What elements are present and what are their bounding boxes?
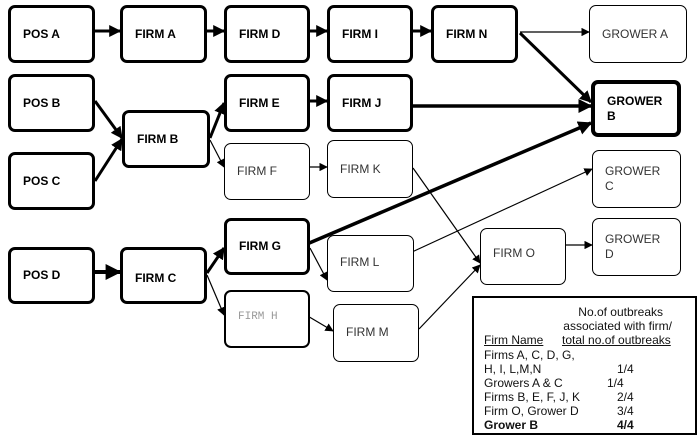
node-label: FIRM B — [137, 131, 179, 146]
edge-firm-l-grower-c — [411, 168, 593, 253]
node-label: FIRM I — [342, 26, 378, 41]
node-firm-a: FIRM A — [120, 5, 207, 63]
node-firm-l: FIRM L — [327, 235, 414, 292]
node-firm-h: FIRM H — [224, 290, 310, 348]
edge-pos-b-firm-b — [93, 100, 124, 139]
node-label-line2: B — [607, 108, 616, 123]
edge-firm-c-firm-g — [205, 247, 226, 274]
node-label-line1: GROWER — [605, 232, 661, 246]
node-label-line1: GROWER — [605, 164, 661, 178]
legend-row-name: Grower B — [484, 418, 539, 432]
node-label: FIRM E — [239, 95, 280, 110]
node-firm-o: FIRM O — [480, 228, 566, 285]
node-label: FIRM K — [340, 161, 381, 176]
node-label-line2: D — [605, 247, 614, 261]
node-label: FIRM A — [135, 26, 176, 41]
legend-col-value: total no.of outbreaks — [562, 333, 671, 347]
node-pos-d: POS D — [8, 247, 95, 304]
node-firm-d: FIRM D — [224, 5, 310, 63]
node-label: FIRM M — [346, 325, 389, 339]
node-label: FIRM L — [340, 255, 380, 269]
edge-firm-c-firm-h — [206, 274, 225, 316]
node-label-line1: GROWER — [607, 93, 663, 108]
node-firm-f: FIRM F — [224, 143, 310, 200]
legend-row-value: 1/4 — [617, 362, 634, 376]
edge-firm-b-firm-f — [209, 139, 225, 168]
legend-row-value: 3/4 — [617, 404, 634, 418]
node-label: FIRM F — [237, 164, 277, 178]
node-label: FIRM O — [493, 246, 535, 260]
legend-row-name: H, I, L,M,N — [484, 362, 542, 376]
legend-row-value: 1/4 — [607, 376, 624, 390]
node-label: FIRM G — [239, 239, 281, 253]
edge-firm-g-firm-l — [309, 247, 328, 281]
legend-header-line2: associated with firm/ — [563, 319, 672, 333]
node-firm-i: FIRM I — [327, 5, 413, 63]
node-label: FIRM D — [239, 26, 281, 41]
node-grower-a: GROWER A — [589, 5, 687, 63]
legend-row-value: 2/4 — [617, 390, 634, 404]
edge-pos-c-firm-b — [93, 137, 124, 182]
node-firm-b: FIRM B — [122, 110, 210, 168]
node-firm-c: FIRM C — [120, 247, 207, 304]
node-firm-k: FIRM K — [327, 140, 413, 198]
node-pos-c: POS C — [8, 152, 95, 210]
legend-col-name: Firm Name — [484, 333, 544, 347]
node-firm-j: FIRM J — [327, 74, 413, 132]
node-label: GROWER A — [602, 26, 669, 41]
node-firm-n: FIRM N — [431, 5, 518, 63]
legend-row-value: 4/4 — [617, 418, 634, 432]
edge-firm-k-firm-o — [412, 167, 481, 264]
node-label: FIRM C — [135, 271, 177, 285]
edge-firm-g-grower-b — [306, 121, 593, 246]
edge-firm-b-firm-e — [208, 101, 226, 139]
edge-firm-m-firm-o — [418, 264, 481, 330]
node-label: POS C — [23, 173, 61, 188]
edge-firm-n-grower-b — [518, 31, 593, 104]
node-pos-a: POS A — [8, 5, 95, 63]
node-firm-g: FIRM G — [224, 218, 310, 275]
node-label: FIRM H — [238, 311, 278, 323]
node-firm-e: FIRM E — [224, 74, 310, 132]
legend-row-name: Firms A, C, D, G, — [484, 348, 575, 362]
node-label-line2: C — [605, 179, 614, 193]
node-label: POS D — [23, 268, 61, 282]
legend-row-name: Growers A & C — [484, 376, 563, 390]
legend-table: No.of outbreaks associated with firm/ Fi… — [472, 296, 697, 435]
node-label: POS A — [23, 26, 60, 41]
legend-header-line1: No.of outbreaks — [578, 305, 663, 319]
node-label: FIRM N — [446, 26, 488, 41]
node-label: POS B — [23, 95, 61, 110]
node-label: FIRM J — [342, 95, 382, 110]
node-firm-m: FIRM M — [333, 304, 419, 362]
node-pos-b: POS B — [8, 74, 95, 132]
legend-row-name: Firm O, Grower D — [484, 404, 579, 418]
edge-firm-h-firm-m — [305, 314, 334, 332]
legend-row-name: Firms B, E, F, J, K — [484, 390, 581, 404]
